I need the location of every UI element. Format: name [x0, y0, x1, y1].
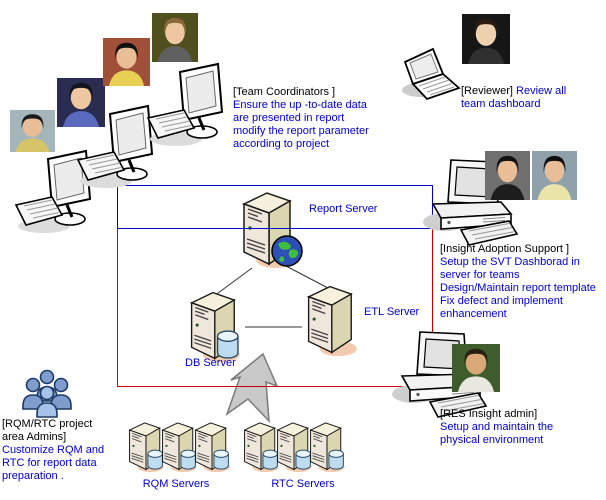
team-coordinators-line: are presented in report — [233, 112, 345, 124]
team-coordinators-line: according to project — [233, 138, 329, 150]
insight-support-line: Setup the SVT Dashborad in — [440, 256, 580, 268]
report-server-icon — [234, 188, 298, 270]
rqm-rtc-admins-line: RTC for report data — [2, 457, 97, 469]
db-server-label: DB Server — [185, 357, 236, 369]
team-coordinators-line: modify the report parameter — [233, 125, 369, 137]
team-coordinators-title: [Team Coordinators ] — [233, 86, 336, 98]
photo-team-coordinator-3 — [103, 38, 150, 86]
insight-support-title: [Insight Adoption Support ] — [440, 243, 570, 255]
rtc-servers-label: RTC Servers — [271, 478, 335, 490]
workstation-icon-3 — [146, 62, 224, 148]
rqm-rtc-admins-title: area Admins] — [2, 431, 67, 443]
rqm-rtc-admins-text: [RQM/RTC project area Admins] Customize … — [2, 418, 104, 483]
insight-support-line: Fix defect and implement — [440, 295, 563, 307]
reviewer-line: Review all — [516, 85, 567, 97]
rqm-rtc-admins-line: Customize RQM and — [2, 444, 105, 456]
rqm-servers-label: RQM Servers — [142, 478, 210, 490]
rqm-rtc-admins-title: [RQM/RTC project — [2, 418, 93, 430]
insight-support-line: enhancement — [440, 308, 507, 320]
photo-insight-support-2 — [532, 151, 577, 200]
res-admin-line: physical environment — [440, 434, 544, 446]
db-server-icon — [181, 288, 243, 364]
reviewer-title: [Reviewer] — [461, 85, 513, 97]
team-coordinators-line: Ensure the up -to-date data — [233, 99, 367, 111]
etl-server-icon — [307, 285, 358, 357]
report-server-label: Report Server — [309, 203, 378, 215]
team-coordinators-text: [Team Coordinators ] Ensure the up -to-d… — [233, 86, 369, 151]
res-admin-line: Setup and maintain the — [440, 421, 554, 433]
rqm-rtc-admins-line: preparation . — [2, 470, 64, 482]
rqm-server-icon — [189, 418, 231, 475]
rtc-server-icon — [304, 418, 346, 475]
etl-server-label: ETL Server — [364, 306, 420, 318]
reviewer-line: team dashboard — [461, 98, 541, 110]
photo-team-coordinator-1 — [10, 110, 55, 152]
insight-support-line: server for teams — [440, 269, 520, 281]
photo-res-admin — [452, 344, 500, 392]
reviewer-text: [Reviewer] Review all team dashboard — [461, 85, 566, 111]
res-admin-title: [RES Insight admin] — [440, 408, 538, 420]
admins-group-icon — [22, 369, 72, 418]
photo-insight-support-1 — [485, 151, 530, 200]
insight-support-text: [Insight Adoption Support ] Setup the SV… — [440, 243, 596, 321]
insight-support-line: Design/Maintain report template — [440, 282, 596, 294]
photo-reviewer — [462, 14, 510, 64]
laptop-icon — [401, 48, 460, 100]
res-admin-text: [RES Insight admin] Setup and maintain t… — [440, 408, 553, 447]
photo-team-coordinator-4 — [152, 13, 198, 62]
